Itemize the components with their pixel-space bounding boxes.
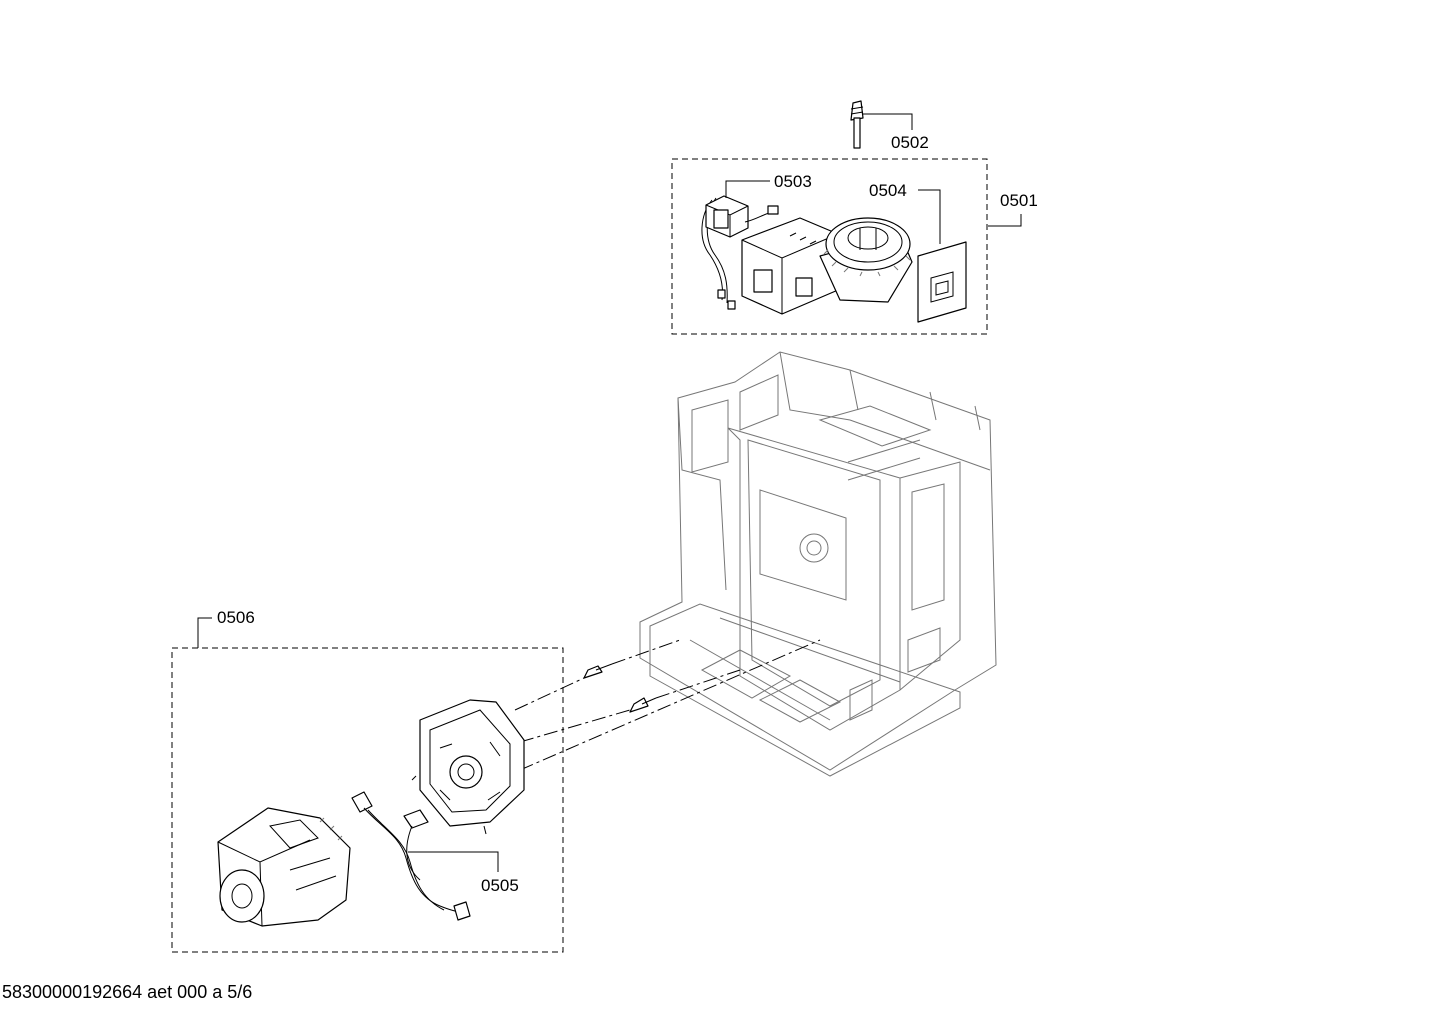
- part-0502-pin[interactable]: [850, 100, 864, 149]
- part-fan-housing-plate[interactable]: [411, 699, 525, 835]
- axis-line-2: [519, 669, 741, 743]
- callout-0501: 0501: [1000, 191, 1038, 210]
- leader-0504: [918, 189, 941, 244]
- leader-0501: [988, 214, 1022, 227]
- part-0503-wire-harness[interactable]: [701, 195, 779, 310]
- callout-0502: 0502: [891, 133, 929, 152]
- callout-0506: 0506: [217, 608, 255, 627]
- part-fan-motor[interactable]: [217, 807, 351, 927]
- group-0501-box: [671, 158, 988, 335]
- footer-document-id: 58300000192664 aet 000 a 5/6: [2, 982, 252, 1002]
- leader-0506: [197, 617, 212, 648]
- callout-0504: 0504: [869, 181, 907, 200]
- part-screw-lower[interactable]: [629, 697, 657, 713]
- part-0501-housing[interactable]: [741, 217, 913, 315]
- callout-0505: 0505: [481, 876, 519, 895]
- callout-0503: 0503: [774, 172, 812, 191]
- group-0501: [671, 100, 1022, 335]
- part-0504-cover-plate[interactable]: [917, 241, 967, 323]
- leader-0503: [725, 180, 770, 198]
- axis-line-3: [519, 639, 821, 771]
- axis-line-1: [514, 639, 681, 711]
- main-frame: [639, 351, 997, 777]
- leader-0505: [408, 851, 499, 872]
- group-0506: [171, 617, 821, 953]
- part-0505-cable[interactable]: [351, 791, 471, 921]
- leader-0502: [862, 113, 913, 130]
- group-0506-box: [171, 647, 564, 953]
- part-screw-upper[interactable]: [583, 663, 613, 679]
